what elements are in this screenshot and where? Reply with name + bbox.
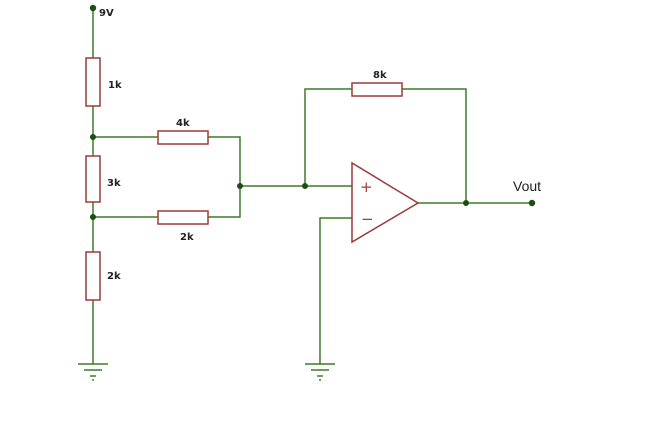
label-r-2k-input: 2k [180, 232, 194, 243]
node-inverting [302, 183, 308, 189]
label-vout: Vout [513, 178, 541, 194]
label-r-8k: 8k [373, 70, 387, 81]
node-output [463, 200, 469, 206]
opamp-triangle [351, 161, 420, 244]
resistor-4k [157, 130, 209, 145]
resistor-3k [85, 155, 101, 203]
opamp-plus-sign: + [360, 178, 373, 196]
label-r-1k: 1k [108, 80, 122, 91]
node-supply [89, 4, 97, 12]
wire-feedback-right [402, 88, 467, 203]
label-r-2k-divider: 2k [107, 271, 121, 282]
node-b [90, 214, 96, 220]
label-supply: 9V [99, 8, 114, 19]
label-r-3k: 3k [107, 178, 121, 189]
node-a [90, 134, 96, 140]
wire-4k-to-junction [208, 136, 241, 186]
ground-left [78, 363, 108, 381]
resistor-2k-divider [85, 251, 101, 301]
wire-2k-to-junction [208, 186, 241, 218]
resistor-8k [351, 82, 403, 97]
label-r-4k: 4k [176, 118, 190, 129]
wire-minus-to-ground [319, 217, 352, 364]
wire-feedback-left [304, 88, 352, 186]
nodes [89, 4, 536, 220]
resistor-1k [85, 57, 101, 107]
opamp-minus-sign: − [361, 210, 374, 228]
ground-right [305, 363, 335, 381]
node-junction [237, 183, 243, 189]
wires [92, 8, 532, 364]
resistor-2k-input [157, 210, 209, 225]
resistors [85, 57, 403, 301]
node-vout [528, 199, 536, 207]
